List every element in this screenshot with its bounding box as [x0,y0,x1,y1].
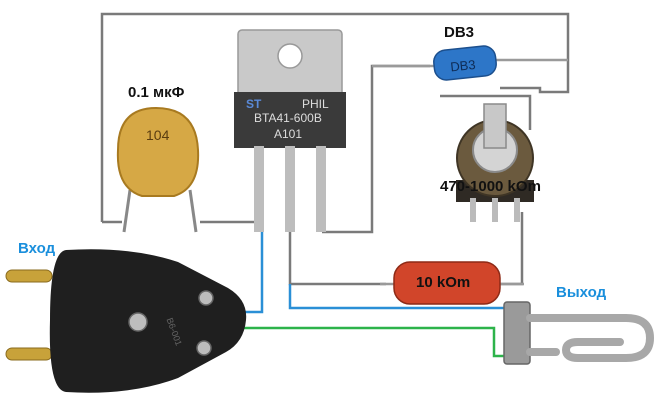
plug-icon: B6-001 [5,249,247,393]
triac-part: BTA41-600B [254,111,322,125]
resistor-icon [380,261,524,305]
triac-brand: PHIL [302,97,329,111]
capacitor-code: 104 [146,127,170,143]
svg-text:ST: ST [246,97,262,111]
blue-wire-right [288,284,522,310]
potentiometer-icon [456,103,534,222]
heating-element-icon [503,301,655,365]
triac-icon: PHIL BTA41-600B A101 ST [234,29,346,232]
output-label: Выход [556,284,607,301]
top-gray-wire [100,12,570,222]
pot-loop-wire [440,94,532,130]
capacitor-label: 0.1 мкФ [128,84,185,101]
potentiometer-label: 470-1000 kOm [440,178,541,195]
pot-right-leg [498,212,524,286]
resistor-label: 10 kOm [416,274,471,291]
triac-code: A101 [274,127,302,141]
diac-label: DB3 [444,24,475,41]
blue-wires [244,220,522,314]
blue-wire-left [244,220,264,314]
diac-icon: DB3 [372,45,568,81]
green-wire [244,326,522,358]
input-label: Вход [18,240,56,257]
diac-body-text: DB3 [450,57,477,75]
capacitor-icon: 104 [116,106,200,233]
